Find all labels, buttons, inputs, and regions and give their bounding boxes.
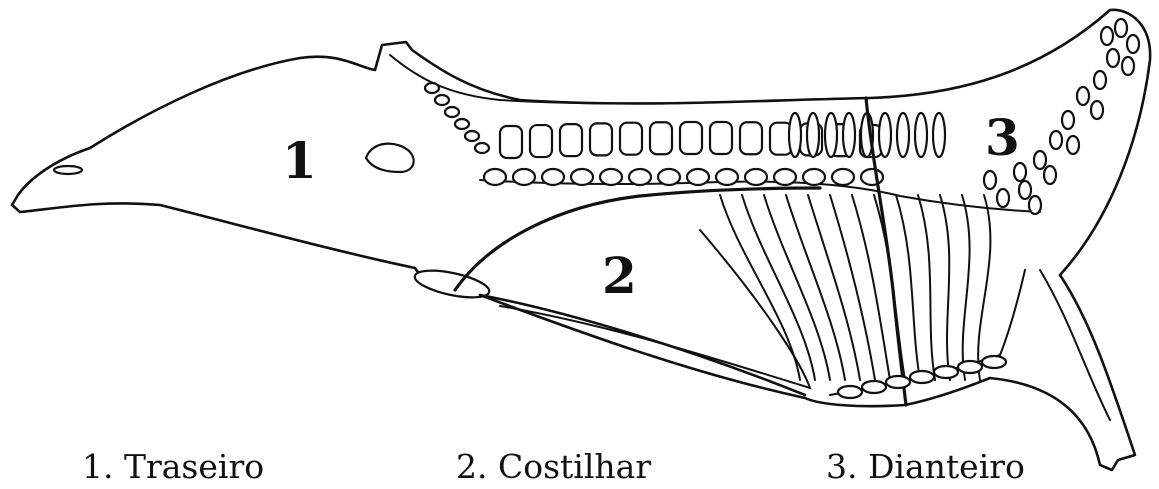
rib: [720, 195, 800, 380]
thoracic-spine: [897, 113, 909, 157]
vertebra-lower: [803, 169, 825, 185]
rib: [808, 195, 860, 380]
vertebra-upper: [560, 124, 582, 156]
rib: [742, 195, 815, 380]
vertebra-lower: [687, 169, 709, 185]
shoulder-line: [1040, 270, 1110, 420]
aitch-bone-oval: [366, 144, 414, 172]
vertebra-lower: [861, 169, 883, 185]
sternebra: [982, 356, 1006, 368]
sacral-vertebra: [445, 107, 459, 117]
thoracic-spine: [843, 113, 855, 157]
vertebra-lower: [745, 169, 767, 185]
vertebra-lower: [774, 169, 796, 185]
rib: [918, 195, 935, 380]
hind-rib-boundary: [455, 188, 820, 290]
thoracic-spine: [789, 113, 801, 157]
vertebra-upper: [590, 123, 612, 155]
neck-bone: [1115, 19, 1127, 37]
thoracic-spine: [807, 113, 819, 157]
sacral-vertebra: [475, 143, 489, 153]
neck-bone: [1101, 27, 1113, 45]
thoracic-spine: [825, 113, 837, 157]
region-number-3: 3: [985, 108, 1020, 167]
neck-bone: [1067, 136, 1079, 154]
rib: [962, 195, 970, 380]
hind-leg-tip-bone: [54, 166, 82, 174]
sternebra: [934, 366, 958, 378]
region-number-2: 2: [602, 246, 637, 305]
neck-bone: [1127, 35, 1139, 53]
neck-bone: [1029, 196, 1041, 214]
vertebra-lower: [658, 169, 680, 185]
ribs-group: [720, 195, 990, 380]
spine-upper-line: [390, 55, 870, 103]
sacral-vertebra: [455, 119, 469, 129]
sternebra: [862, 381, 886, 393]
caption-dianteiro: 3. Dianteiro: [826, 447, 1025, 484]
belly-line-outer: [480, 295, 805, 395]
neck-bone: [1077, 87, 1089, 105]
rib: [764, 195, 830, 380]
vertebra-upper: [620, 123, 642, 155]
neck-bone: [984, 171, 996, 189]
thoracic-spine: [933, 113, 945, 157]
sacral-vertebra: [435, 95, 449, 105]
rib: [978, 195, 990, 380]
vertebra-upper: [650, 122, 672, 154]
vertebra-upper: [710, 122, 732, 154]
vertebra-lower: [542, 169, 564, 185]
sacral-vertebra: [465, 131, 479, 141]
vertebra-upper: [740, 122, 762, 154]
neck-bone: [1034, 151, 1046, 169]
vertebra-lower: [716, 169, 738, 185]
vertebra-lower: [832, 169, 854, 185]
vertebra-upper: [530, 125, 552, 157]
rib: [940, 195, 950, 380]
sternum-bones-group: [838, 356, 1006, 398]
sternebra: [958, 361, 982, 373]
vertebra-upper: [500, 126, 522, 158]
neck-bone: [1050, 131, 1062, 149]
sternebra: [910, 371, 934, 383]
sacral-vertebra: [425, 83, 439, 93]
sternebra: [886, 376, 910, 388]
neck-bone: [1091, 101, 1103, 119]
flank-bone: [413, 265, 492, 302]
thoracic-spine: [879, 113, 891, 157]
neck-bone: [1094, 71, 1106, 89]
region-number-1: 1: [282, 131, 317, 190]
vertebra-upper: [680, 122, 702, 154]
vertebra-lower: [571, 169, 593, 185]
vertebra-lower: [600, 169, 622, 185]
vertebra-lower: [484, 169, 506, 185]
thoracic-spine: [915, 113, 927, 157]
neck-bone: [1062, 111, 1074, 129]
sternebra: [838, 386, 862, 398]
caption-costilhar: 2. Costilhar: [456, 447, 651, 484]
neck-bone: [1044, 166, 1056, 184]
neck-bone: [997, 189, 1009, 207]
neck-bone: [1019, 181, 1031, 199]
vertebra-lower: [513, 169, 535, 185]
caption-traseiro: 1. Traseiro: [82, 447, 264, 484]
neck-bone: [1122, 57, 1134, 75]
vertebra-lower: [629, 169, 651, 185]
neck-bone: [1107, 49, 1119, 67]
carcass-outline: [12, 10, 1150, 470]
